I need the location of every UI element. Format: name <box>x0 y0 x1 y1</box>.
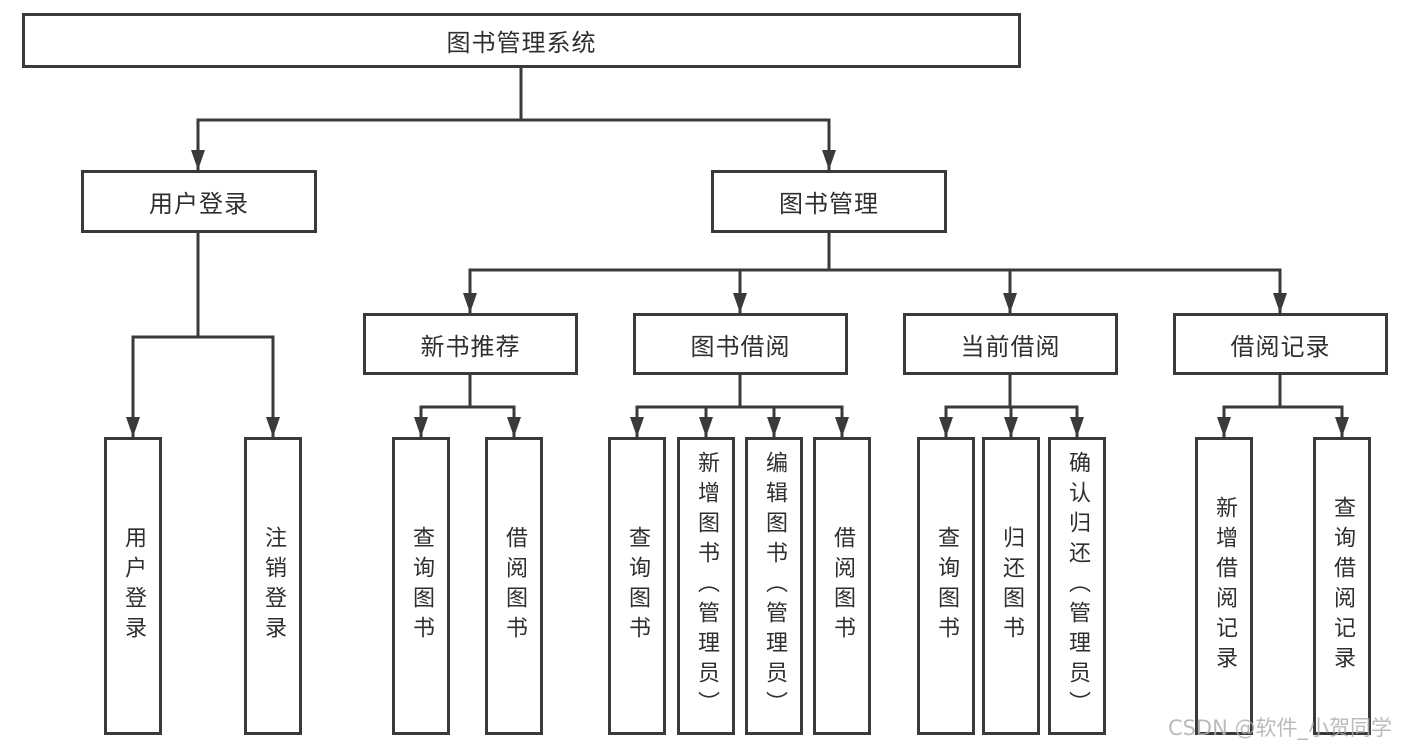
leaf-borrow-books: 借阅图书 <box>813 437 871 735</box>
leaf-label: 查询图书 <box>625 526 650 646</box>
leaf-query-books-current: 查询图书 <box>917 437 975 735</box>
leaf-label: 确认归还（管理员） <box>1065 451 1090 721</box>
leaf-label: 查询借阅记录 <box>1330 496 1355 676</box>
leaf-label: 借阅图书 <box>830 526 855 646</box>
leaf-label: 查询图书 <box>409 526 434 646</box>
leaf-add-borrow-record: 新增借阅记录 <box>1195 437 1253 735</box>
node-label: 用户登录 <box>149 190 249 218</box>
node-label: 借阅记录 <box>1230 332 1331 361</box>
node-library-system: 图书管理系统 <box>22 13 1021 68</box>
leaf-add-books-admin: 新增图书（管理员） <box>677 437 735 735</box>
node-label: 新书推荐 <box>420 332 521 361</box>
csdn-watermark: CSDN @软件_小贺同学 <box>1167 716 1392 740</box>
node-user-login: 用户登录 <box>81 170 317 233</box>
node-borrow-records: 借阅记录 <box>1173 313 1388 375</box>
leaf-label: 新增借阅记录 <box>1212 496 1237 676</box>
leaf-label: 新增图书（管理员） <box>694 451 719 721</box>
leaf-query-books-borrow: 查询图书 <box>608 437 666 735</box>
leaf-logout: 注销登录 <box>244 437 302 735</box>
leaf-label: 借阅图书 <box>502 526 527 646</box>
node-current-borrowing: 当前借阅 <box>903 313 1118 375</box>
leaf-confirm-return-admin: 确认归还（管理员） <box>1048 437 1106 735</box>
node-new-book-recommend: 新书推荐 <box>363 313 578 375</box>
leaf-return-books: 归还图书 <box>982 437 1040 735</box>
leaf-borrow-books-new: 借阅图书 <box>485 437 543 735</box>
node-label: 图书管理系统 <box>446 29 597 57</box>
node-label: 图书管理 <box>779 190 879 218</box>
leaf-edit-books-admin: 编辑图书（管理员） <box>745 437 803 735</box>
leaf-label: 注销登录 <box>261 526 286 646</box>
node-book-borrowing: 图书借阅 <box>633 313 848 375</box>
leaf-query-borrow-record: 查询借阅记录 <box>1313 437 1371 735</box>
leaf-user-login: 用户登录 <box>104 437 162 735</box>
node-label: 图书借阅 <box>690 332 791 361</box>
leaf-label: 查询图书 <box>934 526 959 646</box>
node-book-management: 图书管理 <box>711 170 947 233</box>
leaf-label: 用户登录 <box>121 526 146 646</box>
leaf-label: 编辑图书（管理员） <box>762 451 787 721</box>
leaf-query-books-new: 查询图书 <box>392 437 450 735</box>
leaf-label: 归还图书 <box>999 526 1024 646</box>
node-label: 当前借阅 <box>960 332 1061 361</box>
